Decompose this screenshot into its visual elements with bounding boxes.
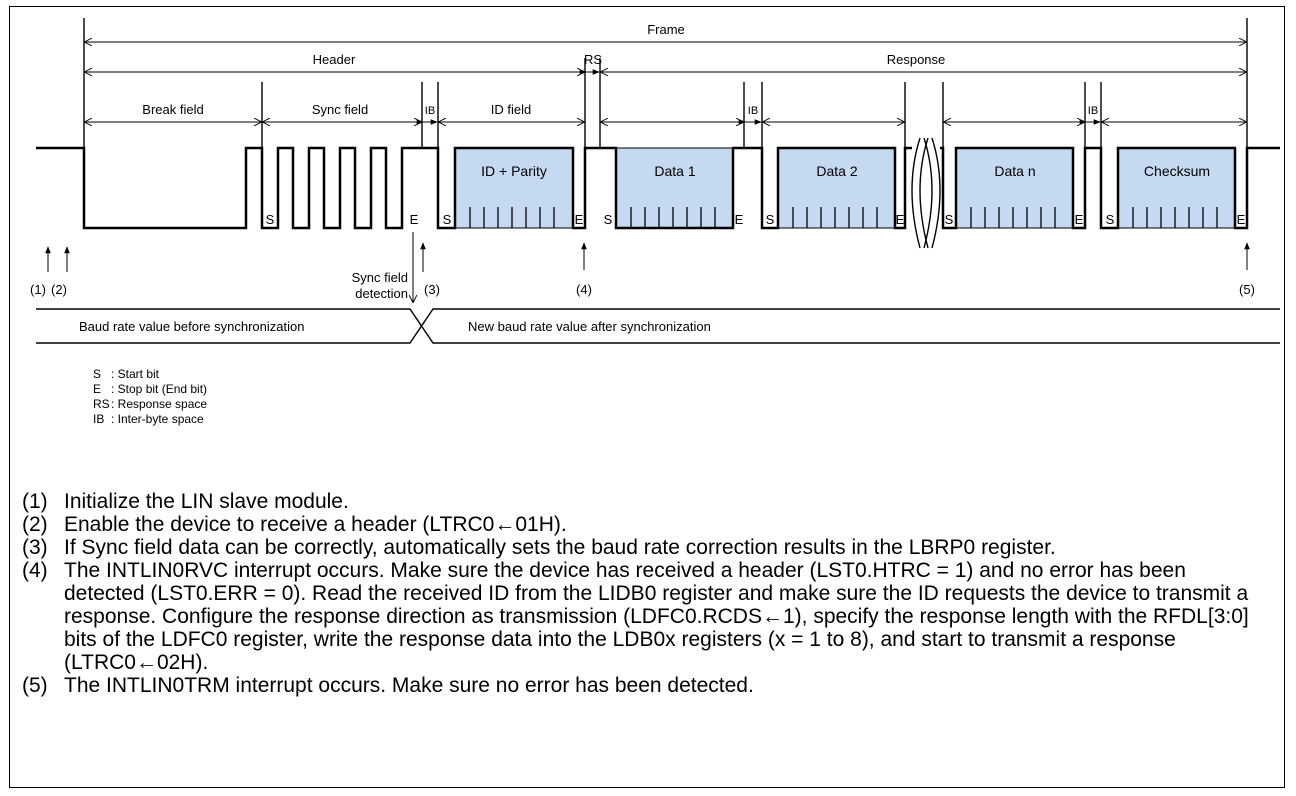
start-bit-marker: S [766, 212, 775, 227]
legend-key: RS [93, 397, 110, 411]
step-item: (4) The INTLIN0RVC interrupt occurs. Mak… [22, 559, 1272, 674]
break-field-label: Break field [142, 102, 203, 117]
ib-label: IB [748, 105, 758, 117]
data2-label: Data 2 [816, 163, 857, 179]
lin-waveform [36, 146, 1280, 230]
point-3-label: (3) [424, 282, 440, 297]
step-number: (5) [22, 674, 48, 697]
data1-label: Data 1 [654, 163, 695, 179]
header-label: Header [313, 52, 356, 67]
rs-label: RS [584, 52, 602, 67]
legend-key: IB [93, 412, 104, 426]
legend-text: : Start bit [111, 367, 160, 381]
start-bit-marker: S [604, 212, 613, 227]
legend: S : Start bit E : Stop bit (End bit) RS … [93, 367, 207, 426]
lin-timing-diagram: Frame Header RS Response Break field Syn… [30, 18, 1280, 426]
time-break-mark [911, 137, 941, 249]
legend-key: E [93, 382, 101, 396]
step-text: If Sync field data can be correctly, aut… [64, 536, 1056, 559]
legend-text: : Response space [111, 397, 207, 411]
checksum-box [1117, 147, 1236, 229]
baud-before-label: Baud rate value before synchronization [79, 319, 304, 334]
end-bit-marker: E [1075, 212, 1084, 227]
legend-text: : Stop bit (End bit) [111, 382, 207, 396]
ib-label: IB [1088, 105, 1098, 117]
sync-detection-label-1: Sync field [352, 270, 408, 285]
checksum-label: Checksum [1144, 163, 1210, 179]
end-bit-marker: E [896, 212, 905, 227]
point-1-label: (1) [30, 282, 46, 297]
start-bit-marker: S [443, 212, 452, 227]
legend-key: S [93, 367, 101, 381]
datan-label: Data n [994, 163, 1035, 179]
step-text: The INTLIN0TRM interrupt occurs. Make su… [64, 674, 754, 697]
end-bit-marker: E [410, 212, 419, 227]
baud-after-label: New baud rate value after synchronizatio… [468, 319, 711, 334]
id-field-label: ID field [491, 102, 531, 117]
point-5-label: (5) [1239, 282, 1255, 297]
step-item: (2) Enable the device to receive a heade… [22, 513, 1272, 536]
point-4-label: (4) [576, 282, 592, 297]
frame-label: Frame [647, 22, 685, 37]
end-bit-marker: E [575, 212, 584, 227]
sync-detection-label-2: detection [355, 286, 408, 301]
baud-rate-band [36, 308, 1280, 344]
ib-label: IB [425, 105, 435, 117]
point-2-label: (2) [51, 282, 67, 297]
figure-border [9, 6, 1285, 788]
data1-box [615, 147, 734, 229]
start-bit-marker: S [1106, 212, 1115, 227]
step-text: Initialize the LIN slave module. [64, 490, 349, 513]
field-boundaries [83, 18, 1248, 148]
step-text: The INTLIN0RVC interrupt occurs. Make su… [64, 559, 1249, 674]
legend-text: : Inter-byte space [111, 412, 204, 426]
step-item: (5) The INTLIN0TRM interrupt occurs. Mak… [22, 674, 1272, 697]
start-bit-marker: S [266, 212, 275, 227]
data2-box [777, 147, 896, 229]
start-bit-marker: S [945, 212, 954, 227]
step-text: Enable the device to receive a header (L… [64, 513, 567, 536]
step-item: (1) Initialize the LIN slave module. [22, 490, 1272, 513]
data-boxes [454, 147, 1236, 229]
response-label: Response [887, 52, 946, 67]
sync-field-label: Sync field [312, 102, 368, 117]
end-bit-marker: E [735, 212, 744, 227]
step-item: (3) If Sync field data can be correctly,… [22, 536, 1272, 559]
step-number: (3) [22, 536, 48, 559]
id-parity-box [454, 147, 574, 229]
end-bit-marker: E [1237, 212, 1246, 227]
procedure-steps: (1) Initialize the LIN slave module. (2)… [22, 490, 1272, 697]
step-number: (2) [22, 513, 48, 536]
step-number: (1) [22, 490, 48, 513]
id-parity-label: ID + Parity [481, 163, 547, 179]
step-number: (4) [22, 559, 48, 582]
bit-ticks [469, 207, 1218, 228]
